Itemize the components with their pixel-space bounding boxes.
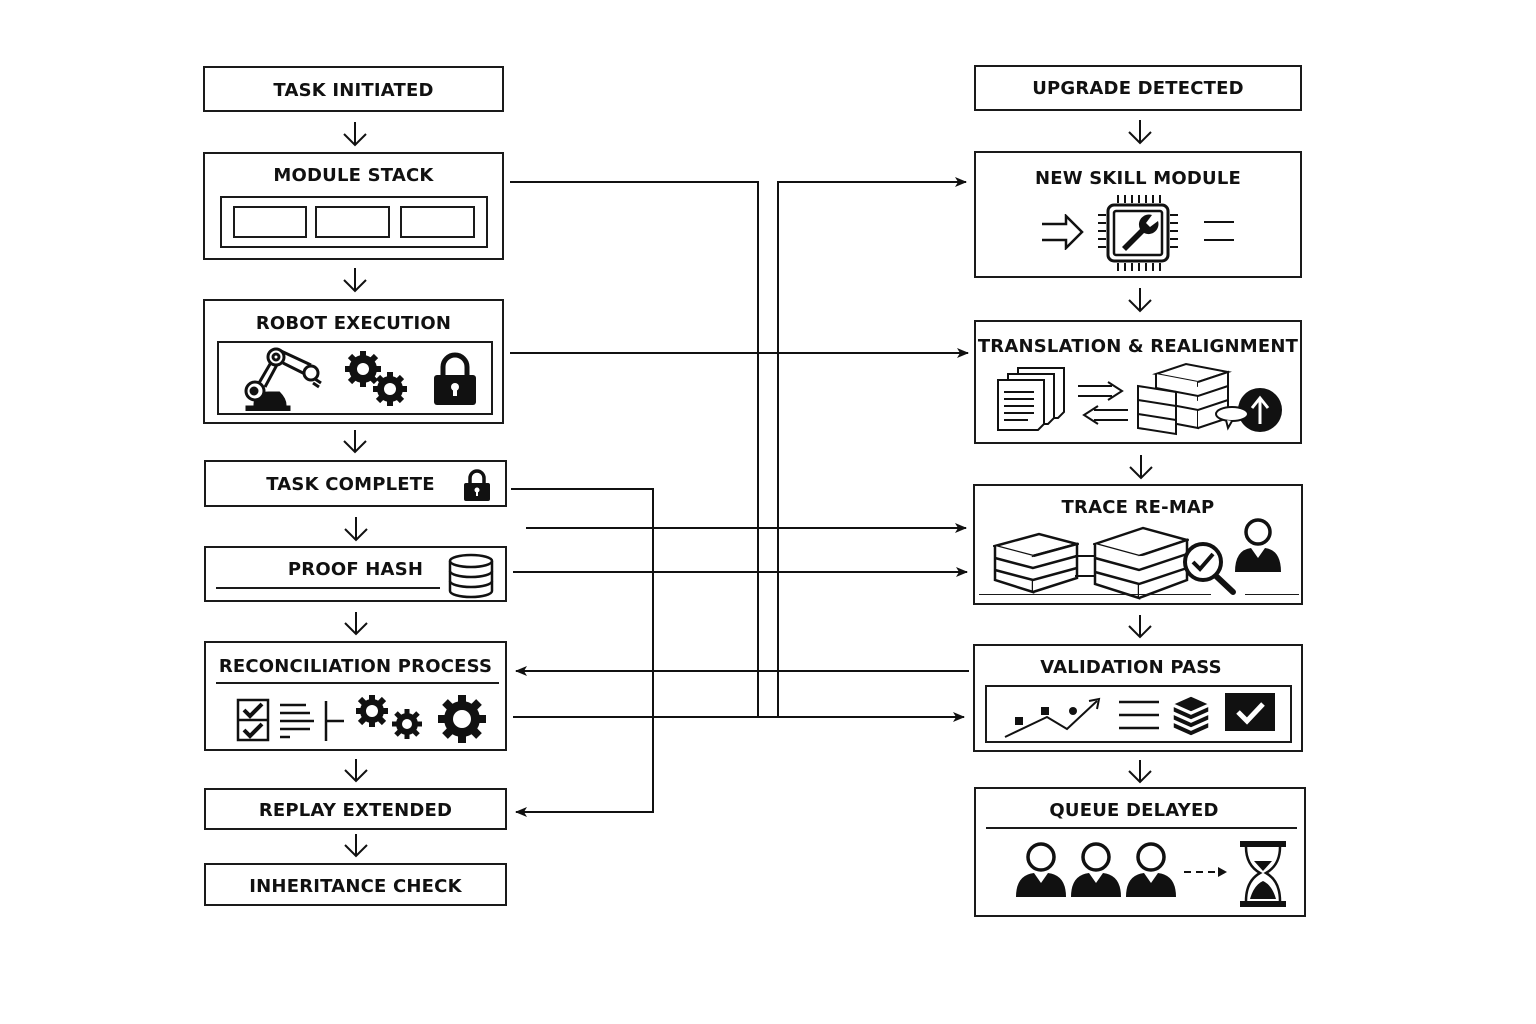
user-icon [1126, 842, 1176, 897]
robot-arm-icon [244, 347, 322, 411]
arrow-head [344, 622, 368, 636]
equals-lines-icon [1204, 221, 1234, 241]
user-icon [1235, 518, 1281, 572]
node-task-complete[interactable]: TASK COMPLETE [204, 460, 507, 507]
node-task-initiated[interactable]: TASK INITIATED [203, 66, 504, 112]
robot-execution-panel [217, 341, 493, 415]
arrow-head [344, 844, 368, 858]
checklist-icon [236, 698, 270, 742]
divider [986, 827, 1297, 829]
node-label: MODULE STACK [273, 165, 434, 186]
text-lines-icon [1119, 700, 1159, 730]
node-trace-remap[interactable]: TRACE RE-MAP [973, 484, 1303, 605]
validation-panel [985, 685, 1292, 743]
dashed-arrow-icon [1184, 867, 1227, 877]
baseline [979, 594, 1211, 595]
module-slot [315, 206, 390, 238]
data-block-icon [993, 532, 1079, 594]
node-label: PROOF HASH [287, 559, 424, 580]
user-icon [1016, 842, 1066, 897]
data-blocks-icon [1137, 362, 1232, 436]
node-queue-delayed[interactable]: QUEUE DELAYED [974, 787, 1306, 917]
magnifier-check-icon [1183, 542, 1236, 595]
underline [216, 587, 440, 589]
arrow-head [344, 769, 368, 783]
node-reconciliation-process[interactable]: RECONCILIATION PROCESS [204, 641, 507, 751]
arrow-head [343, 279, 367, 293]
gears-icon [356, 695, 422, 739]
node-label: REPLAY EXTENDED [258, 800, 453, 821]
user-icon [1071, 842, 1121, 897]
node-validation-pass[interactable]: VALIDATION PASS [973, 644, 1303, 752]
node-replay-extended[interactable]: REPLAY EXTENDED [204, 788, 507, 830]
lock-icon [434, 352, 476, 405]
divider [216, 682, 499, 684]
node-label: INHERITANCE CHECK [249, 876, 462, 897]
gears-icon [345, 351, 407, 406]
branch-icon [324, 701, 344, 741]
checkbox-checked-icon [1225, 693, 1275, 731]
node-robot-execution[interactable]: ROBOT EXECUTION [203, 299, 504, 424]
documents-icon [997, 367, 1065, 431]
node-proof-hash[interactable]: PROOF HASH [204, 546, 507, 602]
module-slot [233, 206, 307, 238]
node-label: NEW SKILL MODULE [1034, 168, 1242, 189]
trend-chart-icon [1004, 697, 1101, 738]
node-new-skill-module[interactable]: NEW SKILL MODULE [974, 151, 1302, 278]
node-label: VALIDATION PASS [1040, 657, 1222, 678]
layers-icon [1171, 696, 1211, 736]
node-label: TASK INITIATED [273, 80, 434, 101]
lock-icon [464, 469, 490, 501]
node-label: TASK COMPLETE [266, 474, 435, 495]
node-label: ROBOT EXECUTION [255, 313, 452, 334]
connector-lines-icon [1075, 555, 1095, 577]
arrow-head [344, 528, 368, 542]
data-block-icon [1093, 526, 1189, 600]
arrow-head [343, 440, 367, 454]
hourglass-icon [1240, 841, 1286, 907]
database-icon [448, 553, 494, 599]
node-inheritance-check[interactable]: INHERITANCE CHECK [204, 863, 507, 906]
node-upgrade-detected[interactable]: UPGRADE DETECTED [974, 65, 1302, 111]
arrow-head [1128, 131, 1152, 145]
node-label: UPGRADE DETECTED [1032, 78, 1244, 99]
text-lines-icon [280, 703, 314, 739]
gear-icon [438, 695, 486, 743]
arrow-head [1129, 466, 1153, 480]
wire-module-stack-bus-left [510, 181, 759, 716]
node-label: TRACE RE-MAP [1061, 497, 1215, 518]
baseline [1245, 594, 1299, 595]
module-slot [400, 206, 475, 238]
upload-badge-icon [1215, 388, 1282, 432]
node-label: TRANSLATION & REALIGNMENT [977, 336, 1299, 357]
node-translation-realignment[interactable]: TRANSLATION & REALIGNMENT [974, 320, 1302, 444]
arrow-head [1128, 770, 1152, 784]
module-stack-container [220, 196, 488, 248]
arrow-head [1128, 299, 1152, 313]
chip-wrench-icon [1098, 195, 1178, 271]
node-label: RECONCILIATION PROCESS [218, 656, 493, 677]
arrow-head [1128, 625, 1152, 639]
node-module-stack[interactable]: MODULE STACK [203, 152, 504, 260]
wire-task-complete-to-replay [511, 488, 654, 817]
arrow-head [343, 133, 367, 147]
arrow-right-icon [1042, 214, 1084, 250]
wire-bus-to-new-skill-module [777, 177, 967, 716]
node-label: QUEUE DELAYED [1049, 800, 1219, 821]
bidirectional-arrows-icon [1078, 381, 1128, 425]
